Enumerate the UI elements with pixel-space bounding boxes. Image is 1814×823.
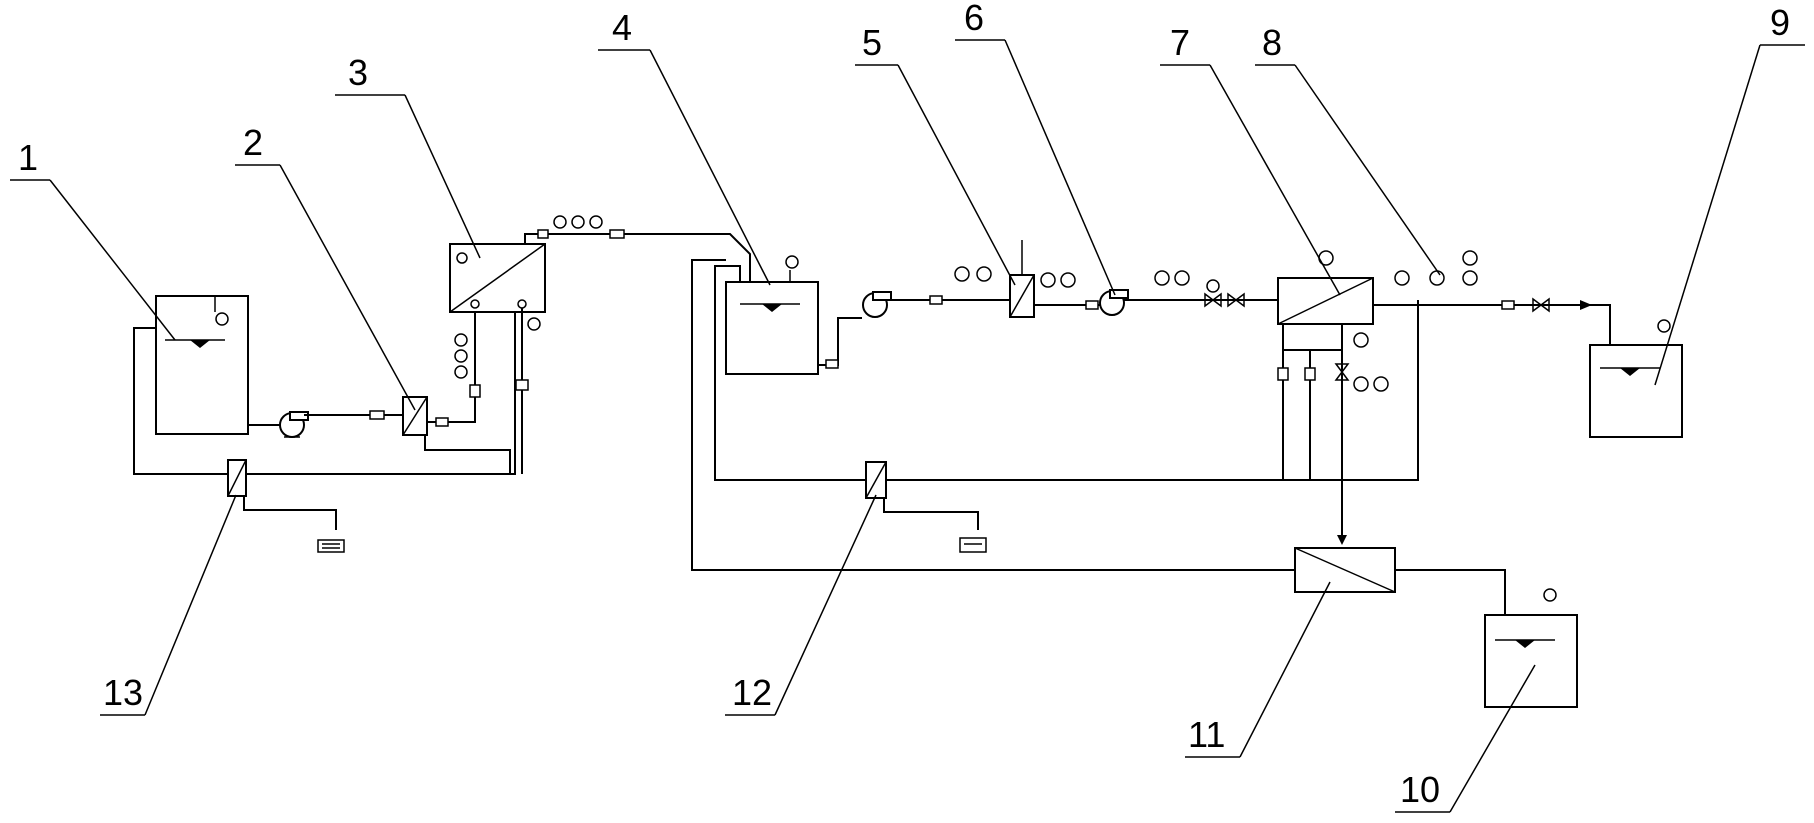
callout-11: 11 <box>1185 581 1331 758</box>
callout-13: 13 <box>100 494 237 716</box>
gauge-a-icon <box>454 333 468 347</box>
valve-k-icon <box>1227 292 1245 308</box>
tank-9 <box>1589 319 1683 438</box>
pump-1-icon <box>279 411 309 438</box>
valve-j-icon <box>1204 292 1222 308</box>
drain-13-icon <box>317 539 345 553</box>
callout-2: 2 <box>235 122 416 411</box>
callout-9: 9 <box>1654 2 1805 386</box>
callout-8: 8 <box>1255 22 1441 276</box>
pipe-loop-inner <box>714 265 1419 481</box>
tank-10 <box>1484 588 1578 708</box>
callout-3-label: 3 <box>348 52 368 93</box>
callout-7-label: 7 <box>1170 22 1190 63</box>
callout-12-label: 12 <box>732 672 772 713</box>
membrane-unit-11 <box>1294 547 1396 593</box>
gauge-m-icon <box>1174 270 1190 286</box>
callout-13-label: 13 <box>103 672 143 713</box>
gauge-f-icon <box>571 215 585 229</box>
callout-9-label: 9 <box>1770 2 1790 43</box>
gauge-k-icon <box>1060 272 1076 288</box>
pipe-filter13-drain <box>243 496 337 530</box>
valve-h-icon <box>929 295 943 305</box>
gauge-o-icon <box>1394 270 1410 286</box>
gauge-j-icon <box>1040 272 1056 288</box>
pipe-filter2-to-3 <box>427 304 476 423</box>
gauge-n-icon <box>1206 279 1220 293</box>
gauge-g-icon <box>589 215 603 229</box>
gauge-s-icon <box>1353 332 1369 348</box>
callout-12: 12 <box>725 494 877 716</box>
membrane-unit-7 <box>1277 250 1374 325</box>
callout-3: 3 <box>335 52 481 259</box>
callout-7: 7 <box>1160 22 1341 296</box>
gauge-h-icon <box>954 266 970 282</box>
valve-f-icon <box>609 229 625 239</box>
gauge-e-icon <box>553 215 567 229</box>
callout-4: 4 <box>598 7 771 286</box>
arrow-down-icon <box>1337 535 1347 545</box>
valve-b-icon <box>435 417 449 427</box>
valve-n-icon <box>1277 367 1289 381</box>
valve-e-icon <box>537 229 549 239</box>
pump-3-icon <box>1099 289 1129 316</box>
callout-2-label: 2 <box>243 122 263 163</box>
pipe-loop-outer <box>691 259 1295 571</box>
valve-d-icon <box>515 379 529 391</box>
pipe-to-tank9 <box>1590 304 1611 345</box>
valve-o-icon <box>1304 367 1316 381</box>
arrow-to-tank9-icon <box>1580 300 1592 310</box>
callout-4-label: 4 <box>612 7 632 48</box>
tank-1 <box>155 295 249 435</box>
tank-4 <box>725 255 819 375</box>
gauge-t-icon <box>1353 376 1369 392</box>
gauge-c-icon <box>454 365 468 379</box>
valve-c-icon <box>469 384 481 398</box>
callout-1: 1 <box>10 137 176 341</box>
valve-g-icon <box>825 359 839 369</box>
drain-12-icon <box>959 537 987 553</box>
pipe-tank4-pump <box>818 317 862 366</box>
valve-m-icon <box>1532 297 1550 313</box>
pipe-7-branch <box>1282 324 1342 351</box>
filter-5 <box>1009 240 1035 318</box>
pipe-filter12-drain <box>883 498 979 530</box>
gauge-b-icon <box>454 349 468 363</box>
membrane-unit-3 <box>449 243 546 313</box>
gauge-u-icon <box>1373 376 1389 392</box>
callout-6: 6 <box>955 0 1116 296</box>
pipe-11-to-10 <box>1395 569 1506 615</box>
callout-11-label: 11 <box>1188 714 1225 755</box>
filter-13 <box>227 459 247 497</box>
gauge-l-icon <box>1154 270 1170 286</box>
callout-6-label: 6 <box>964 0 984 38</box>
pump-2-icon <box>862 291 892 318</box>
callout-8-label: 8 <box>1262 22 1282 63</box>
gauge-r-icon <box>1462 270 1478 286</box>
callout-5-label: 5 <box>862 22 882 63</box>
filter-12 <box>865 461 887 499</box>
callout-1-label: 1 <box>18 137 38 178</box>
pipe-3-to-4 <box>524 233 751 282</box>
gauge-d-icon <box>527 317 541 331</box>
valve-l-icon <box>1501 300 1515 310</box>
pipe-filter2-bottom <box>424 435 511 474</box>
valve-i-icon <box>1085 300 1099 310</box>
callout-10: 10 <box>1395 664 1536 813</box>
filter-2 <box>402 396 428 436</box>
gauge-q-icon <box>1462 250 1478 266</box>
valve-a-icon <box>369 410 385 420</box>
callout-5: 5 <box>855 22 1016 286</box>
callout-10-label: 10 <box>1400 769 1440 810</box>
valve-p-icon <box>1334 363 1350 381</box>
gauge-p-icon <box>1429 270 1445 286</box>
gauge-i-icon <box>976 266 992 282</box>
